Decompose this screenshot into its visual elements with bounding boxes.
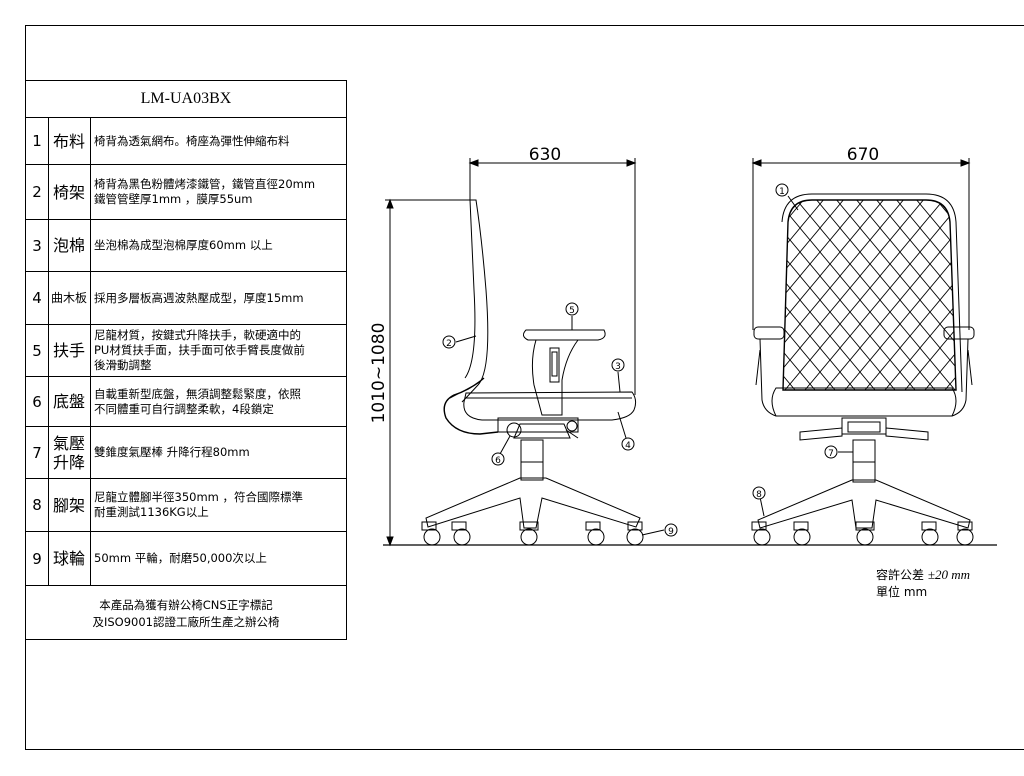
spec-row-name: 腳架 [48,479,91,531]
spec-row-gas-lift: 7 氣壓 升降 雙錐度氣壓棒 升降行程80mm [26,426,346,478]
certification-note: 本產品為獲有辦公椅CNS正字標記 及ISO9001認證工廠所生產之辦公椅 [26,585,346,641]
tolerance-label: 容許公差 [876,568,925,582]
spec-row-name: 椅架 [48,165,91,219]
unit-label: 單位 mm [876,585,928,599]
spec-row-base: 8 腳架 尼龍立體腳半徑350mm ，符合國際標準 耐重測試1136KG以上 [26,478,346,531]
spec-row-number: 8 [26,479,49,531]
side-casters [421,521,644,546]
model-title: LM-UA03BX [140,90,232,107]
spec-row-number: 5 [26,325,49,376]
spec-row-number: 7 [26,427,49,478]
spec-row-desc: 椅背為透氣網布。椅座為彈性伸縮布料 [94,133,290,148]
depth-dimension: 630 [529,145,561,165]
height-dimension: 1010~1080 [369,323,389,424]
spec-row-plywood: 4 曲木板 採用多層板高週波熱壓成型，厚度15mm [26,271,346,324]
spec-row-desc: 椅背為黑色粉體烤漆鐵管，鐵管直徑20mm 鐵管管壁厚1mm ，膜厚55um [94,177,316,206]
spec-row-number: 6 [26,377,49,426]
callout-label: 2 [446,339,452,349]
spec-row-number: 4 [26,272,49,324]
side-callouts: 2 5 3 4 6 9 [442,302,678,537]
spec-row-desc: 尼龍材質，按鍵式升降扶手，軟硬適中的 PU材質扶手面，扶手面可依手臂長度做前 後… [94,328,305,372]
spec-row-number: 9 [26,532,49,585]
side-view [385,158,665,547]
tolerance-note: 容許公差 ±20 mm 單位 mm [876,566,970,601]
spec-row-fabric: 1 布料 椅背為透氣網布。椅座為彈性伸縮布料 [26,117,346,164]
spec-row-number: 1 [26,118,49,164]
callout-label: 3 [615,362,621,372]
spec-row-name: 泡棉 [48,220,91,271]
callout-label: 6 [495,456,501,466]
spec-table: LM-UA03BX 1 布料 椅背為透氣網布。椅座為彈性伸縮布料 2 椅架 椅背… [25,80,347,640]
spec-row-name: 曲木板 [48,272,91,324]
spec-row-desc: 自載重新型底盤，無須調整鬆緊度，依照 不同體重可自行調整柔軟，4段鎖定 [94,386,301,416]
spec-row-mechanism: 6 底盤 自載重新型底盤，無須調整鬆緊度，依照 不同體重可自行調整柔軟，4段鎖定 [26,376,346,426]
spec-row-casters: 9 球輪 50mm 平輪，耐磨50,000次以上 [26,531,346,585]
callout-label: 7 [828,449,834,459]
spec-row-desc: 雙錐度氣壓棒 升降行程80mm [94,445,250,459]
spec-row-name: 扶手 [48,325,91,376]
callout-label: 1 [779,187,785,197]
spec-row-name: 氣壓 升降 [48,427,91,478]
spec-row-desc: 坐泡棉為成型泡棉厚度60mm 以上 [94,238,273,252]
callout-label: 9 [668,527,674,537]
spec-row-name: 底盤 [48,377,91,426]
front-view [751,158,975,546]
spec-row-name: 球輪 [48,532,91,585]
front-callouts: 1 7 8 [752,183,838,500]
spec-row-desc: 尼龍立體腳半徑350mm ，符合國際標準 耐重測試1136KG以上 [94,490,304,519]
tolerance-line: 容許公差 ±20 mm [876,566,970,584]
spec-row-name: 布料 [48,118,91,164]
front-casters [751,521,974,546]
spec-row-armrest: 5 扶手 尼龍材質，按鍵式升降扶手，軟硬適中的 PU材質扶手面，扶手面可依手臂長… [26,324,346,376]
spec-row-number: 2 [26,165,49,219]
tolerance-value: ±20 mm [927,567,971,582]
spec-row-foam: 3 泡棉 坐泡棉為成型泡棉厚度60mm 以上 [26,219,346,271]
spec-row-desc: 採用多層板高週波熱壓成型，厚度15mm [94,290,304,305]
callout-label: 4 [625,441,631,451]
spec-row-frame: 2 椅架 椅背為黑色粉體烤漆鐵管，鐵管直徑20mm 鐵管管壁厚1mm ，膜厚55… [26,164,346,219]
spec-row-number: 3 [26,220,49,271]
callout-label: 5 [569,306,575,316]
spec-row-desc: 50mm 平輪，耐磨50,000次以上 [94,551,267,565]
callout-label: 8 [756,490,762,500]
width-dimension: 670 [847,145,879,165]
